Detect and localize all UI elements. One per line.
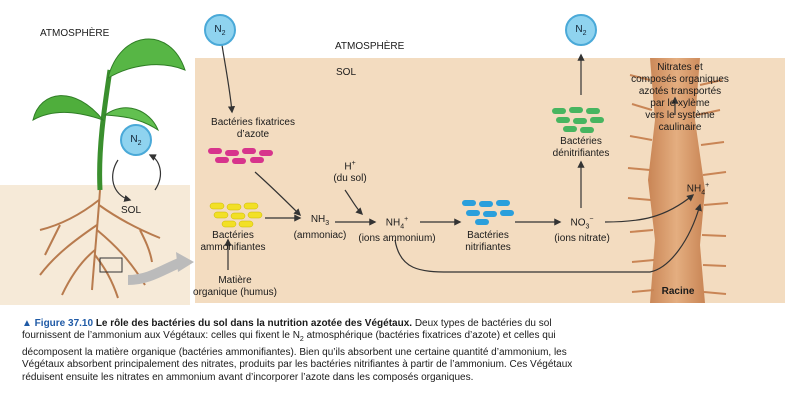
label-root-nh4: NH4+ (686, 182, 710, 197)
diagram-art (0, 38, 785, 305)
n2-bubble-right: N2 (565, 14, 597, 46)
plant-stem (97, 69, 113, 191)
ammonifying-bacteria (209, 202, 263, 228)
label-sol-left: SOL (121, 205, 142, 216)
label-h-plus: H+ (du sol) (333, 160, 367, 185)
fixing-bacteria (208, 148, 273, 164)
denitrifying-bacteria (552, 107, 604, 133)
caption-figure-label: ▲ Figure 37.10 (22, 318, 94, 329)
label-atmosphere-left: ATMOSPHÈRE (40, 28, 110, 39)
label-atmosphere-center: ATMOSPHÈRE (335, 41, 405, 52)
figure-caption: ▲ Figure 37.10 Le rôle des bactéries du … (22, 318, 582, 384)
caption-text-1: Deux types de bactéries du sol fournisse… (22, 318, 552, 342)
left-cycle-arrow-down (112, 159, 132, 202)
n2-bubble-top: N2 (204, 14, 236, 46)
leaf-left (32, 95, 105, 122)
label-racine: Racine (661, 286, 695, 297)
caption-text-2: atmosphérique (bactéries fixatrices d’az… (22, 330, 573, 383)
left-cycle-arrow-up (148, 154, 162, 191)
magnify-box (99, 257, 123, 273)
label-nh4: NH4+ (ions ammonium) (358, 216, 436, 245)
leaf-right (103, 107, 160, 132)
flow-arrows (221, 44, 702, 273)
leaf-top (107, 38, 186, 80)
label-no3: NO3− (ions nitrate) (554, 216, 610, 245)
n2-bubble-left: N2 (120, 124, 152, 156)
root-hairs (627, 74, 729, 295)
label-sol-center: SOL (336, 67, 357, 78)
caption-n2-sub: 2 (299, 336, 304, 344)
root-body (648, 58, 705, 303)
figure: N2 N2 N2 ATMOSPHÈRE ATMOSPHÈRE SOL SOL B… (0, 14, 785, 305)
label-nh3: NH3 (ammoniac) (293, 214, 347, 241)
caption-title: Le rôle des bactéries du sol dans la nut… (95, 318, 413, 329)
nitrifying-bacteria (462, 200, 514, 225)
